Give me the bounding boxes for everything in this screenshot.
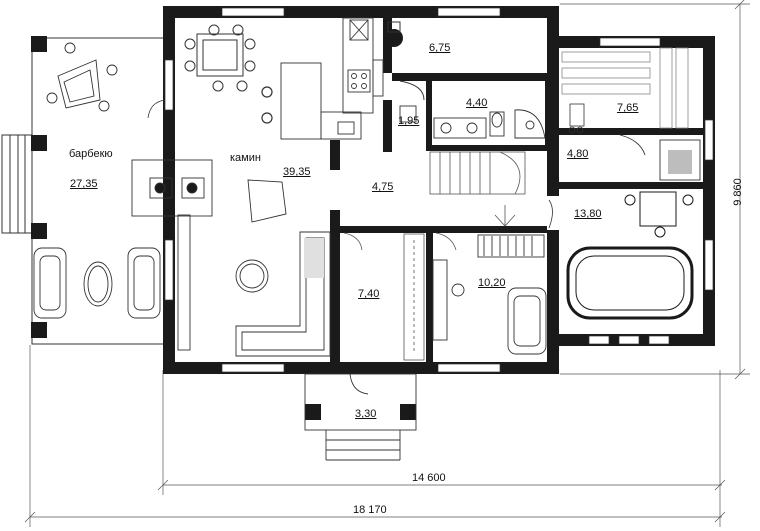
dimension-inner-width: 14 600 <box>412 472 446 484</box>
wardrobe <box>343 232 457 361</box>
room-area-shower: 4,80 <box>567 148 589 160</box>
room-area-wc: 1,95 <box>398 115 420 127</box>
living-room <box>131 159 331 357</box>
room-area-bathroom: 4,40 <box>466 97 488 109</box>
pool <box>566 191 694 320</box>
dimension-depth: 9 860 <box>732 178 744 206</box>
bar-stools <box>261 86 273 124</box>
room-area-porch: 3,30 <box>355 408 377 420</box>
room-area-terrace: 27,35 <box>70 178 98 190</box>
sauna <box>561 47 689 134</box>
porch <box>304 373 417 461</box>
terrace-columns <box>31 36 47 338</box>
dimension-lines <box>24 0 750 527</box>
stairs <box>429 151 526 227</box>
inner-walls <box>330 18 703 362</box>
windows <box>164 7 714 373</box>
terrace-furniture <box>33 42 161 319</box>
room-area-wardrobe: 7,40 <box>358 288 380 300</box>
bbq-label: барбекю <box>69 148 113 160</box>
room-area-kitchen-store: 6,75 <box>429 42 451 54</box>
dining-table <box>184 24 256 92</box>
fireplace-label: камин <box>230 152 261 164</box>
room-area-sauna: 7,65 <box>617 102 639 114</box>
room-area-bedroom: 10,20 <box>478 277 506 289</box>
shower-stall <box>619 134 701 181</box>
doors <box>147 99 553 229</box>
bedroom <box>432 234 547 355</box>
room-area-living: 39,35 <box>283 166 311 178</box>
terrace <box>1 37 165 345</box>
dimension-outer-width: 18 170 <box>353 504 387 516</box>
kitchen <box>280 17 384 140</box>
boiler <box>385 21 403 47</box>
room-area-pool: 13,80 <box>574 208 602 220</box>
room-area-hall: 4,75 <box>372 181 394 193</box>
bathroom-fixtures <box>399 80 546 139</box>
